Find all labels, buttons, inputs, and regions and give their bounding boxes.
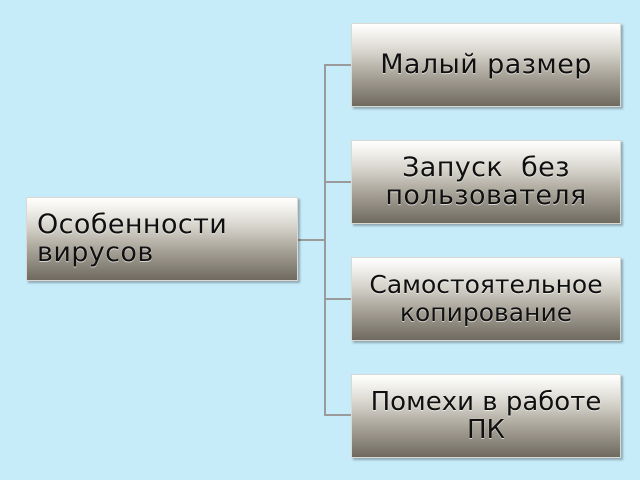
child-4-label-line1: Помехи в работе (370, 387, 602, 417)
root-label-line1: Особенности (37, 209, 228, 240)
root-node-text: Особенности вирусов (37, 211, 297, 267)
child-1-label-line1: Малый размер (380, 49, 592, 80)
child-node-pc-interference: Помехи в работе ПК (351, 374, 621, 458)
root-node: Особенности вирусов (26, 197, 298, 281)
connector-branch-1 (324, 64, 351, 66)
child-3-label-line1: Самостоятельное (369, 270, 603, 299)
connector-branch-3 (324, 298, 351, 300)
root-label-line2: вирусов (37, 237, 154, 268)
child-node-launch-without-user: Запуск без пользователя (351, 140, 621, 224)
connector-root-horizontal (298, 239, 325, 241)
connector-vertical-trunk (324, 64, 326, 416)
child-node-text: Помехи в работе ПК (352, 388, 620, 444)
child-node-small-size: Малый размер (351, 23, 621, 107)
child-2-label-line1: Запуск без (402, 152, 570, 183)
child-4-label-line2: ПК (466, 415, 505, 445)
child-3-label-line2: копирование (399, 298, 573, 327)
child-2-label-line2: пользователя (385, 180, 587, 211)
child-node-text: Запуск без пользователя (352, 154, 620, 210)
connector-branch-2 (324, 181, 351, 183)
child-node-text: Малый размер (352, 51, 620, 79)
child-node-text: Самостоятельное копирование (352, 271, 620, 327)
connector-branch-4 (324, 414, 351, 416)
child-node-self-copying: Самостоятельное копирование (351, 257, 621, 341)
